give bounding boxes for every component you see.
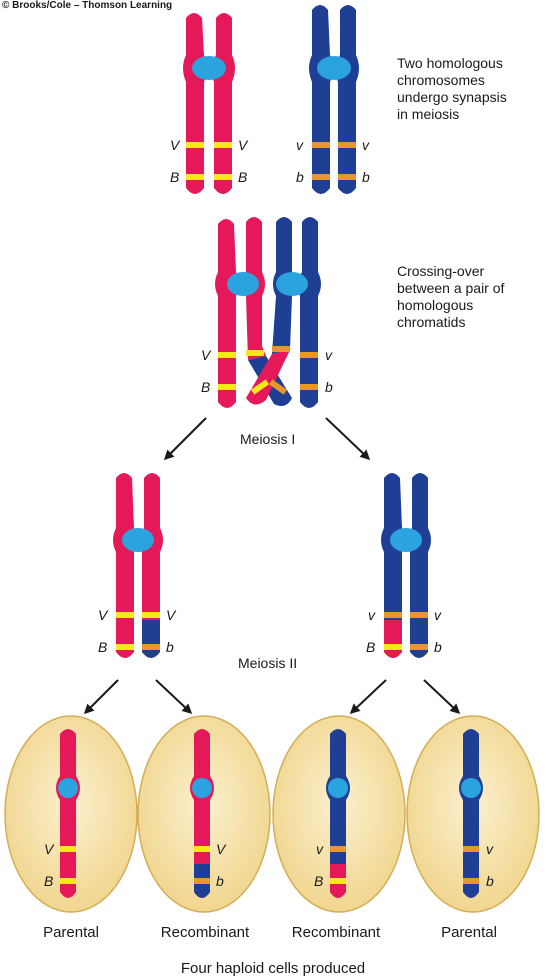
allele-b-row3-right: b	[434, 639, 442, 655]
maternal-chromatid-left	[183, 13, 207, 194]
cell-recombinant-1	[137, 715, 271, 913]
allele-B-row2: B	[201, 379, 210, 395]
allele-B-row3-right: B	[366, 639, 375, 655]
allele-b-cell2: b	[216, 873, 224, 889]
cell-parental-2	[406, 715, 540, 913]
allele-V-cell2: V	[216, 841, 227, 857]
copyright-notice: © Brooks/Cole – Thomson Learning	[2, 0, 173, 11]
arrow-meiosis2-4	[423, 679, 461, 715]
allele-V-row2: V	[201, 347, 212, 363]
synapsis-description: Two homologous chromosomes undergo synap…	[397, 55, 507, 122]
arrow-meiosis2-2	[155, 679, 193, 715]
cell-recombinant-2	[272, 715, 406, 913]
cell-3-label: Recombinant	[291, 924, 381, 941]
allele-b-row1-b: b	[362, 169, 370, 185]
meiosis-1-label: Meiosis I	[240, 431, 296, 447]
arrow-meiosis1-right	[325, 417, 371, 461]
allele-V-row3-a: V	[98, 607, 109, 623]
allele-v-cell3: v	[316, 841, 324, 857]
allele-V-row1-b: V	[238, 137, 249, 153]
allele-b-row1-a: b	[296, 169, 304, 185]
allele-b-row2: b	[325, 379, 333, 395]
maternal-chromatid-right	[211, 13, 235, 194]
allele-v-row3-a: v	[368, 607, 376, 623]
allele-B-row3: B	[98, 639, 107, 655]
allele-v-cell4: v	[486, 841, 494, 857]
centromere-maternal-row1	[192, 56, 226, 80]
arrow-meiosis2-1	[83, 679, 119, 715]
allele-b-cell4: b	[486, 873, 494, 889]
maternal-homolog-row1	[183, 13, 235, 194]
footer-caption: Four haploid cells produced	[180, 960, 366, 977]
allele-b-row3: b	[166, 639, 174, 655]
allele-V-row3-b: V	[166, 607, 177, 623]
cell-parental-1	[4, 715, 138, 913]
arrow-meiosis2-3	[349, 679, 387, 715]
allele-V-cell1: V	[44, 841, 55, 857]
cell-1-label: Parental	[43, 924, 99, 941]
allele-B-row1-a: B	[170, 169, 179, 185]
paternal-chromatid-left	[309, 5, 333, 194]
paternal-chromatid-right	[335, 5, 359, 194]
cell-4-label: Parental	[441, 924, 497, 941]
crossing-over-description: Crossing-over between a pair of homologo…	[397, 263, 505, 330]
allele-v-row2: v	[325, 347, 333, 363]
allele-B-cell1: B	[44, 873, 53, 889]
paternal-homolog-row1	[309, 5, 359, 194]
meiosis1-product-left	[113, 473, 163, 658]
centromere-paternal-row1	[317, 56, 351, 80]
allele-B-cell3: B	[314, 873, 323, 889]
meiosis1-product-right	[381, 473, 431, 658]
allele-v-row1-a: v	[296, 137, 304, 153]
arrow-meiosis1-left	[163, 417, 207, 461]
allele-v-row3-b: v	[434, 607, 442, 623]
allele-V-row1-a: V	[170, 137, 181, 153]
cell-2-label: Recombinant	[160, 924, 250, 941]
allele-v-row1-b: v	[362, 137, 370, 153]
meiosis-2-label: Meiosis II	[238, 655, 298, 671]
allele-B-row1-b: B	[238, 169, 247, 185]
crossing-over-pair	[215, 217, 321, 408]
